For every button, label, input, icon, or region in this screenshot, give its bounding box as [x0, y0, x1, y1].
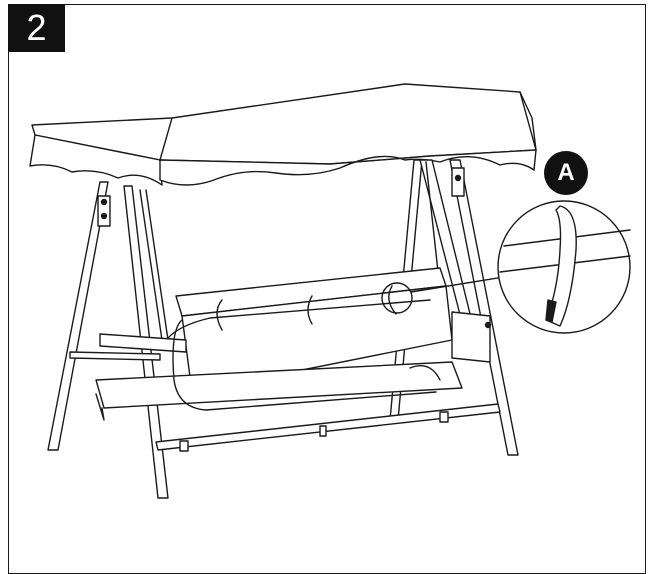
canopy-front-skirt	[29, 134, 163, 186]
callout-a-badge: A	[544, 151, 588, 195]
canopy-seam-right	[519, 91, 537, 151]
canopy	[29, 83, 537, 186]
detail-leader-line	[410, 275, 511, 293]
detail-target-circle	[381, 282, 413, 314]
step-number-badge: 2	[8, 4, 65, 52]
backrest-cushion	[181, 285, 453, 393]
detail-a-magnifier	[497, 200, 631, 334]
canopy-seam	[159, 117, 173, 161]
seat-base	[95, 361, 463, 409]
bottom-crossbar	[95, 393, 501, 452]
canopy-right-skirt	[159, 149, 537, 186]
bench-frame	[95, 267, 463, 411]
